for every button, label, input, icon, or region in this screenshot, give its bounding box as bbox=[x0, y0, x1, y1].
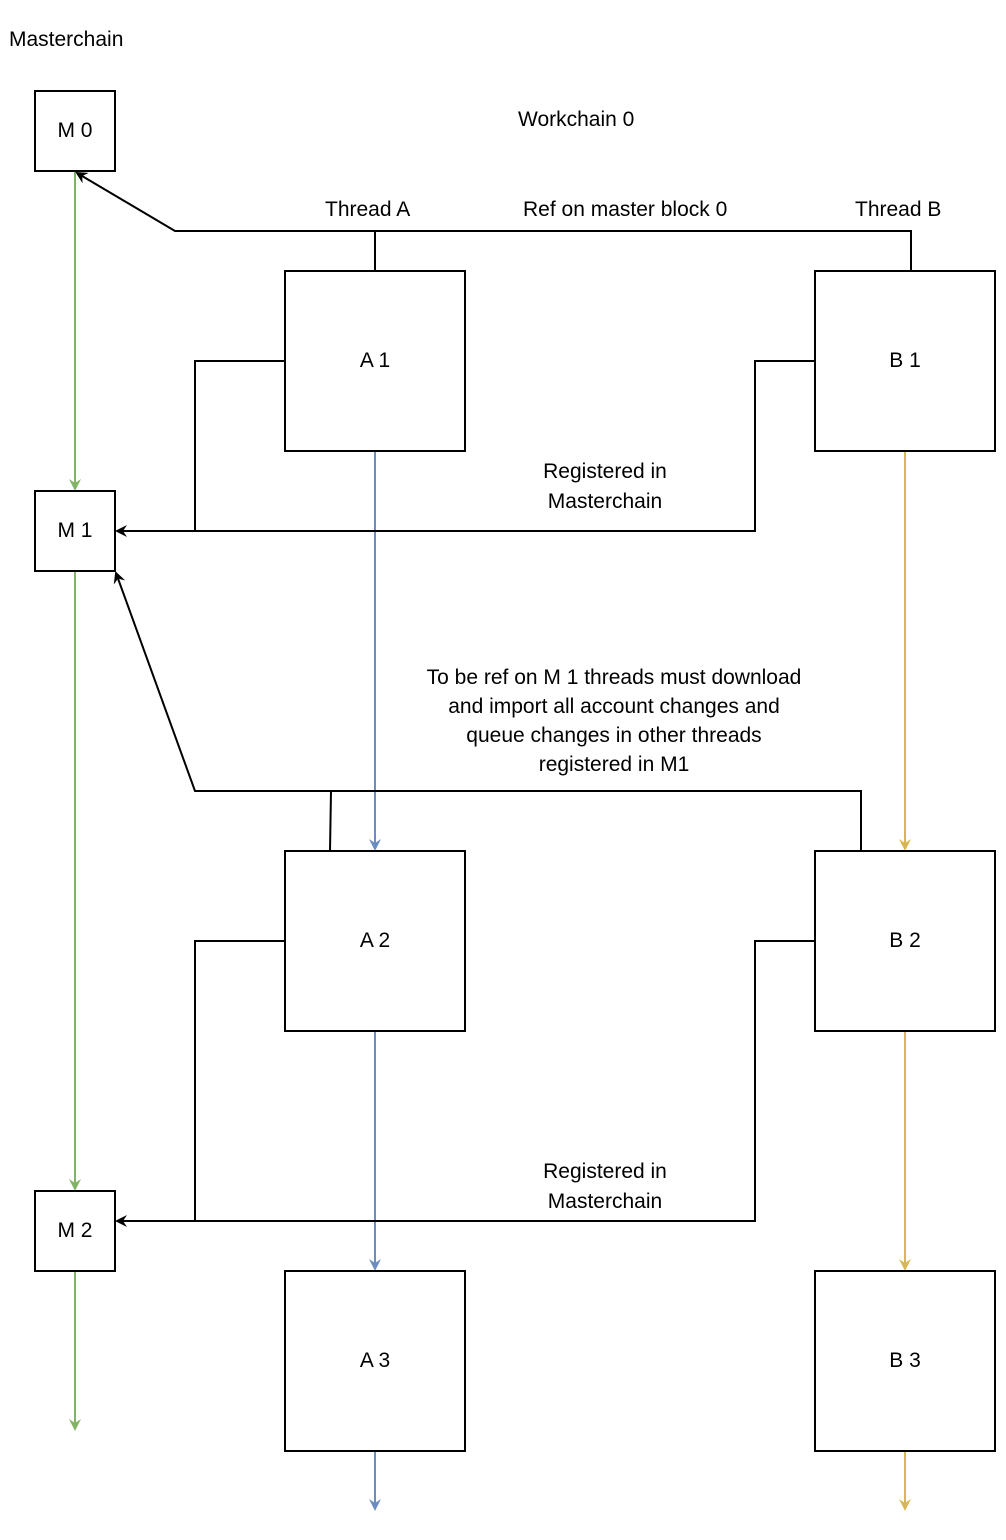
block-a3: A 3 bbox=[284, 1270, 466, 1452]
ref-m1-connector bbox=[329, 790, 862, 852]
a2-registered-m2-connector bbox=[194, 940, 285, 1221]
block-a1: A 1 bbox=[284, 270, 466, 452]
block-m2: M 2 bbox=[34, 1190, 116, 1272]
ref-master-label: Ref on master block 0 bbox=[523, 198, 728, 221]
ref-m0-connector bbox=[374, 230, 912, 271]
block-b2: B 2 bbox=[814, 850, 996, 1032]
ref-m0-arrow bbox=[75, 171, 375, 232]
b1-registered-m1-arrow bbox=[115, 360, 815, 537]
block-m1: M 1 bbox=[34, 490, 116, 572]
masterchain-label: Masterchain bbox=[9, 28, 124, 51]
block-a2: A 2 bbox=[284, 850, 466, 1032]
a1-registered-m1-connector bbox=[194, 360, 285, 531]
b2-registered-m2-arrow bbox=[115, 940, 815, 1227]
thread-a-label: Thread A bbox=[325, 198, 411, 221]
workchain-label: Workchain 0 bbox=[518, 108, 635, 131]
block-m0: M 0 bbox=[34, 90, 116, 172]
ref-m1-arrow bbox=[113, 571, 331, 792]
block-b1: B 1 bbox=[814, 270, 996, 452]
block-b3: B 3 bbox=[814, 1270, 996, 1452]
thread-b-label: Thread B bbox=[855, 198, 942, 221]
